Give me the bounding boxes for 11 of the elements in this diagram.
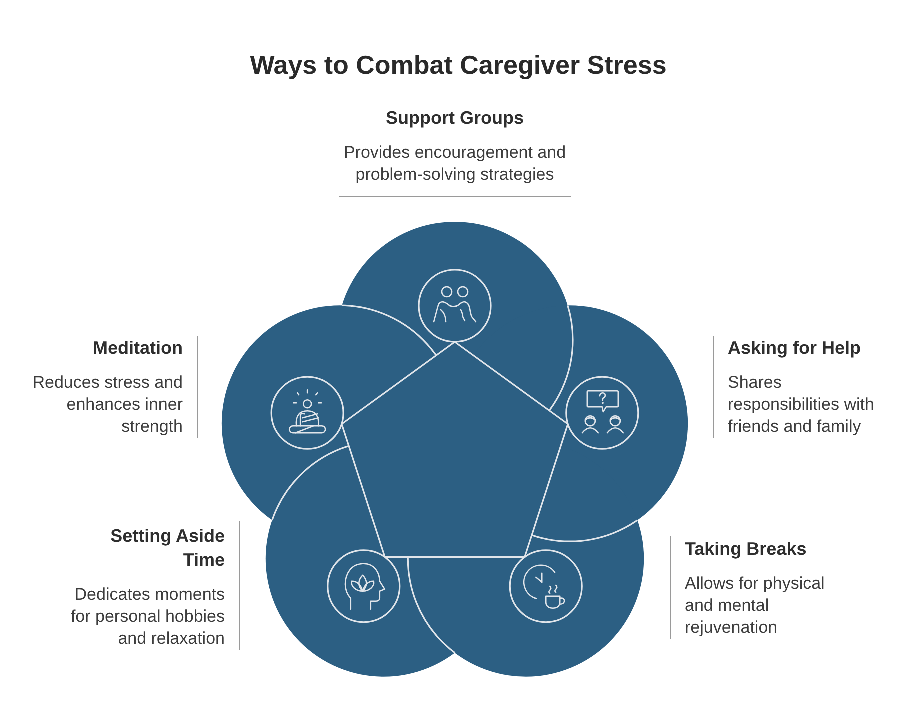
topic-heading: Setting Aside Time	[110, 525, 225, 572]
topic-heading: Taking Breaks	[685, 538, 807, 561]
topic-description: Shares responsibilities with friends and family	[728, 372, 876, 438]
topic-heading: Asking for Help	[728, 337, 862, 360]
topic-description: Dedicates moments for personal hobbies and relaxation	[70, 584, 225, 650]
topic-description: Allows for physical and mental rejuvenation	[685, 573, 826, 639]
diagram-title: Ways to Combat Caregiver Stress	[250, 49, 667, 82]
topic-description: Provides encouragement and problem-solving strategies	[342, 142, 568, 186]
topic-description: Reduces stress and enhances inner strength	[32, 372, 183, 438]
topic-heading: Support Groups	[386, 107, 524, 130]
topic-heading: Meditation	[93, 337, 183, 360]
